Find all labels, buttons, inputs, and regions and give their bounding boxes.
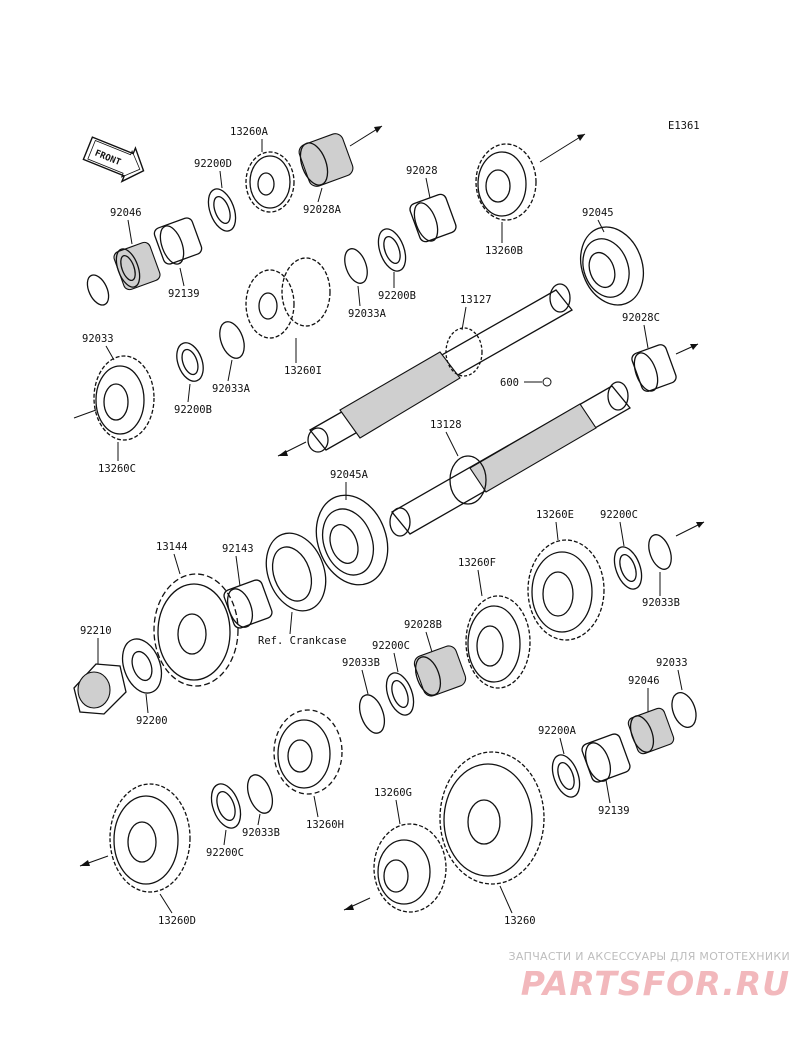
callout-92200: 92200 — [136, 715, 168, 727]
ball-bearing-92045A — [315, 494, 389, 586]
callout-92033B-low: 92033B — [242, 827, 280, 839]
gear-13260H — [273, 709, 343, 795]
watermark-tagline: ЗАПЧАСТИ И АКСЕССУАРЫ ДЛЯ МОТОТЕХНИКИ — [508, 950, 790, 963]
callout-92028C: 92028C — [622, 312, 660, 324]
callout-92033B-mid: 92033B — [342, 657, 380, 669]
callout-13260D: 13260D — [158, 915, 196, 927]
callout-labels: 13260A 92200D 92028A 92028 13260B 92046 … — [80, 126, 688, 927]
washer-92200C-mid — [385, 672, 415, 716]
needle-bearing-92046 — [113, 241, 161, 291]
washer-92200A — [551, 754, 581, 798]
callout-92033-right: 92033 — [656, 657, 688, 669]
callout-13144: 13144 — [156, 541, 188, 553]
needle-bearing-92046-right — [627, 707, 675, 755]
callout-92028A: 92028A — [303, 204, 342, 216]
callout-92028B: 92028B — [404, 619, 442, 631]
nut-92210 — [73, 663, 127, 715]
callout-92045A: 92045A — [330, 469, 369, 481]
snap-ring-92033B-mid — [358, 694, 386, 734]
callout-13260: 13260 — [504, 915, 536, 927]
callout-92033: 92033 — [82, 333, 114, 345]
shaft-13127 — [307, 283, 573, 453]
gear-13260B — [475, 143, 537, 221]
callout-92033A-low: 92033A — [212, 383, 251, 395]
callout-13260A: 13260A — [230, 126, 269, 138]
callout-13260B: 13260B — [485, 245, 523, 257]
shaft-13128 — [389, 381, 631, 537]
gear-13260A — [245, 151, 295, 213]
callout-92200A: 92200A — [538, 725, 577, 737]
washer-92200B — [377, 228, 407, 272]
gear-13260E — [527, 539, 605, 641]
snap-ring-92033A-low — [219, 321, 245, 359]
callout-13260H: 13260H — [306, 819, 344, 831]
callout-92033A-mid: 92033A — [348, 308, 387, 320]
callout-92200D: 92200D — [194, 158, 232, 170]
sprocket-13144 — [153, 573, 239, 687]
oil-seal — [265, 532, 327, 612]
callout-92200C-right: 92200C — [600, 509, 638, 521]
gear-13260C — [93, 355, 155, 441]
callout-92046-top: 92046 — [110, 207, 142, 219]
sleeve-92028 — [409, 193, 457, 243]
callout-13260E: 13260E — [536, 509, 574, 521]
collar-92139-right — [581, 733, 631, 783]
callout-13127: 13127 — [460, 294, 492, 306]
callout-92139-right: 92139 — [598, 805, 630, 817]
snap-ring-92033B-right — [648, 534, 672, 570]
washer-92200B-low — [176, 342, 204, 382]
collar-92143 — [223, 579, 273, 629]
callout-92200C-mid: 92200C — [372, 640, 410, 652]
washer-92200D — [207, 188, 237, 232]
callout-92139-top: 92139 — [168, 288, 200, 300]
callout-13260I: 13260I — [284, 365, 322, 377]
callout-13260F: 13260F — [458, 557, 496, 569]
gear-13260 — [439, 751, 545, 885]
bearing-92028B — [413, 645, 467, 697]
callout-13260C: 13260C — [98, 463, 136, 475]
bearing-92028C — [631, 344, 677, 392]
callout-92046-right: 92046 — [628, 675, 660, 687]
callout-92033B-right: 92033B — [642, 597, 680, 609]
callout-92200B-mid: 92200B — [378, 290, 416, 302]
callout-92200B-low: 92200B — [174, 404, 212, 416]
snap-ring-92033-right — [671, 692, 697, 728]
gear-13260F — [465, 595, 531, 689]
snap-ring-92033A — [344, 248, 368, 284]
snap-ring — [86, 274, 110, 306]
lockwasher-92200 — [121, 638, 163, 694]
callout-92028: 92028 — [406, 165, 438, 177]
gear-13260G — [373, 823, 447, 913]
front-direction-badge: FRONT — [82, 136, 145, 183]
diagram-code: E1361 — [668, 120, 700, 132]
callout-92143: 92143 — [222, 543, 254, 555]
bearing-92028A — [298, 133, 354, 187]
washer-92200C-right — [613, 546, 643, 590]
callout-13128: 13128 — [430, 419, 462, 431]
watermark-brand: PARTSFOR.RU — [520, 964, 790, 1003]
washer-92200C-low — [210, 783, 242, 829]
callout-13260G: 13260G — [374, 787, 412, 799]
gear-13260D — [109, 783, 191, 893]
gear-13260I — [245, 257, 331, 339]
callout-92200C-low: 92200C — [206, 847, 244, 859]
callout-92210: 92210 — [80, 625, 112, 637]
callout-92045: 92045 — [582, 207, 614, 219]
collar-92139 — [153, 217, 203, 265]
callout-600: 600 — [500, 377, 519, 389]
reference-crankcase-note: Ref. Crankcase — [258, 635, 347, 647]
ball-bearing-92045 — [580, 226, 644, 306]
snap-ring-92033B-low — [246, 774, 274, 814]
